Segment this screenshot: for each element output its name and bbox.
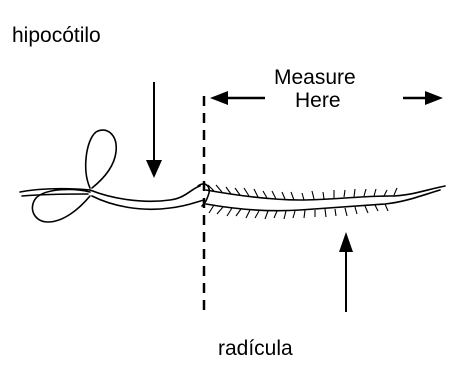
hypocotyl-stem-bottom [92,196,204,209]
radicle-arrow [339,232,353,312]
seedling [20,130,445,222]
hypocotyl-arrow [146,82,162,178]
measure-label-line2: Here [295,89,341,112]
measure-right-arrow [403,91,443,105]
radicle-top [206,186,445,200]
radicle-label: radícula [218,337,293,360]
measure-left-arrow [210,91,265,105]
measure-label-line1: Measure [274,66,356,89]
hypocotyl-label: hipocótilo [12,24,101,47]
hypocotyl-stem-top [90,186,200,201]
upper-cotyledon [86,130,116,188]
root-hairs [208,185,397,219]
